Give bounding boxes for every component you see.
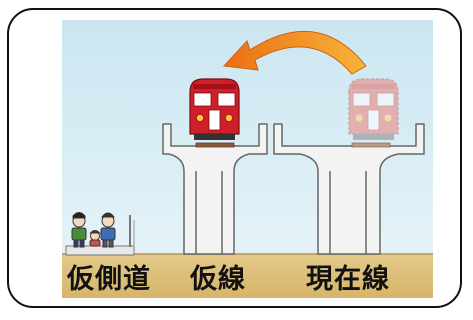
temporary-line-viaduct [162, 123, 268, 255]
temporary-sidewalk [65, 215, 135, 256]
label-current-line: 現在線 [306, 264, 390, 295]
label-temporary-sidewalk: 仮側道 [67, 264, 151, 295]
label-temporary-line: 仮線 [190, 264, 246, 295]
ground-strip [62, 254, 433, 298]
train-faded-icon [348, 78, 399, 140]
train-icon [189, 78, 240, 140]
current-line-viaduct [273, 123, 425, 255]
curved-arrow-icon [222, 31, 367, 75]
pedestrians-icon [71, 212, 116, 248]
